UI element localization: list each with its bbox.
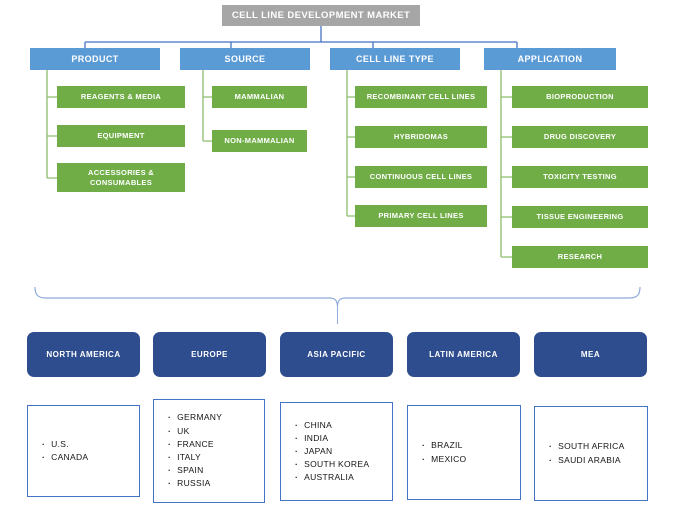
country-list-asia-pacific: CHINAINDIAJAPANSOUTH KOREAAUSTRALIA [280, 402, 393, 501]
root-node-market: CELL LINE DEVELOPMENT MARKET [222, 5, 420, 26]
region-node-asia-pacific: ASIA PACIFIC [280, 332, 393, 377]
country-item: UK [168, 425, 222, 438]
country-item: AUSTRALIA [295, 471, 369, 484]
country-item: U.S. [42, 438, 88, 451]
country-item: SPAIN [168, 464, 222, 477]
country-item: SAUDI ARABIA [549, 454, 625, 467]
country-list-items: CHINAINDIAJAPANSOUTH KOREAAUSTRALIA [281, 419, 373, 485]
segment-node-application: APPLICATION [484, 48, 616, 70]
subsegment-node-tissue-engineering: TISSUE ENGINEERING [512, 206, 648, 228]
segment-node-cell-line-type: CELL LINE TYPE [330, 48, 460, 70]
country-list-items: GERMANYUKFRANCEITALYSPAINRUSSIA [154, 411, 226, 490]
country-item: BRAZIL [422, 439, 466, 452]
subsegment-node-mammalian: MAMMALIAN [212, 86, 307, 108]
country-item: GERMANY [168, 411, 222, 424]
country-item: FRANCE [168, 438, 222, 451]
region-node-north-america: NORTH AMERICA [27, 332, 140, 377]
subsegment-node-recombinant-cell-lines: RECOMBINANT CELL LINES [355, 86, 487, 108]
country-list-mea: SOUTH AFRICASAUDI ARABIA [534, 406, 648, 501]
subsegment-node-accessories-consumables: ACCESSORIES & CONSUMABLES [57, 163, 185, 192]
country-item: SOUTH KOREA [295, 458, 369, 471]
country-item: RUSSIA [168, 477, 222, 490]
country-list-items: SOUTH AFRICASAUDI ARABIA [535, 440, 629, 466]
country-item: SOUTH AFRICA [549, 440, 625, 453]
subsegment-node-hybridomas: HYBRIDOMAS [355, 126, 487, 148]
subsegment-node-primary-cell-lines: PRIMARY CELL LINES [355, 205, 487, 227]
segment-node-product: PRODUCT [30, 48, 160, 70]
country-item: INDIA [295, 432, 369, 445]
country-item: MEXICO [422, 453, 466, 466]
segment-node-source: SOURCE [180, 48, 310, 70]
subsegment-node-toxicity-testing: TOXICITY TESTING [512, 166, 648, 188]
region-node-mea: MEA [534, 332, 647, 377]
country-item: CANADA [42, 451, 88, 464]
subsegment-node-bioproduction: BIOPRODUCTION [512, 86, 648, 108]
subsegment-node-non-mammalian: NON-MAMMALIAN [212, 130, 307, 152]
brace [34, 286, 641, 324]
region-node-europe: EUROPE [153, 332, 266, 377]
country-item: ITALY [168, 451, 222, 464]
country-list-items: U.S.CANADA [28, 438, 92, 464]
country-list-items: BRAZILMEXICO [408, 439, 470, 465]
country-item: JAPAN [295, 445, 369, 458]
subsegment-node-continuous-cell-lines: CONTINUOUS CELL LINES [355, 166, 487, 188]
subsegment-node-drug-discovery: DRUG DISCOVERY [512, 126, 648, 148]
country-item: CHINA [295, 419, 369, 432]
subsegment-node-reagents-media: REAGENTS & MEDIA [57, 86, 185, 108]
subsegment-node-research: RESEARCH [512, 246, 648, 268]
region-node-latin-america: LATIN AMERICA [407, 332, 520, 377]
subsegment-node-equipment: EQUIPMENT [57, 125, 185, 147]
country-list-north-america: U.S.CANADA [27, 405, 140, 497]
country-list-europe: GERMANYUKFRANCEITALYSPAINRUSSIA [153, 399, 265, 503]
country-list-latin-america: BRAZILMEXICO [407, 405, 521, 500]
